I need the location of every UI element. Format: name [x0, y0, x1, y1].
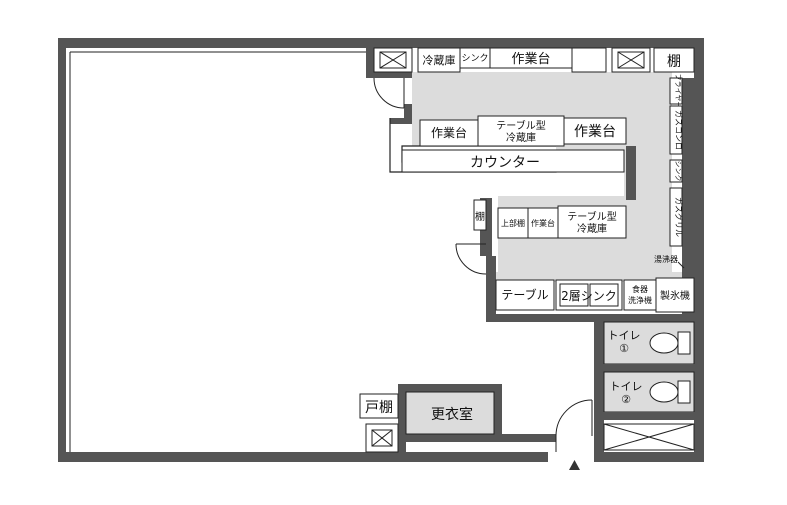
sink-right-label: シンク [674, 161, 682, 182]
table-fridge-1-line1: テーブル型 [496, 119, 545, 132]
shelf-label: 棚 [667, 54, 681, 70]
upper-shelf: 上部棚 [497, 207, 529, 239]
door-entrance [555, 399, 593, 452]
ice-machine: 製氷機 [655, 277, 695, 313]
sink-right: シンク [669, 159, 683, 183]
door-shelf-label: 戸棚 [365, 400, 393, 416]
worktable-small-label: 作業台 [531, 218, 555, 228]
storage-bottom-right [594, 420, 695, 462]
counter-label: カウンター [470, 155, 540, 171]
worktable-right: 作業台 [563, 117, 627, 145]
table-fridge-1-line2: 冷蔵庫 [506, 131, 536, 144]
door-kitchen-top [373, 77, 405, 109]
toilet-2: トイレ ② [594, 371, 704, 420]
table-fridge-2-line1: テーブル型 [567, 210, 616, 223]
toilet-1: トイレ ① [594, 321, 704, 372]
kitchen-floor-bottom [492, 272, 688, 282]
table-label: テーブル [501, 287, 548, 302]
dishwasher: 食器 洗浄機 [623, 279, 657, 311]
table-fridge-1: テーブル型 冷蔵庫 [477, 115, 565, 147]
kitchen-walls [366, 44, 694, 322]
door-shelf-x-box [365, 423, 399, 453]
fridge-label: 冷蔵庫 [423, 53, 456, 67]
water-heater-label: 湯沸器 [654, 254, 678, 264]
two-tier-sink: 2層シンク [555, 279, 623, 311]
two-tier-sink-label: 2層シンク [561, 289, 617, 303]
worktable-left-label: 作業台 [431, 125, 467, 140]
door-shelf: 戸棚 [359, 393, 399, 419]
toilet1-line1: トイレ [608, 329, 641, 342]
fryer: フライヤー [669, 74, 683, 109]
water-heater: 湯沸器 [654, 254, 685, 269]
table-fridge-2-line2: 冷蔵庫 [577, 222, 607, 235]
door-kitchen-left [455, 243, 487, 275]
entrance-arrow-icon [569, 460, 580, 470]
top-shelf-unit-right [611, 47, 651, 73]
worktable-left: 作業台 [419, 119, 479, 147]
dishwasher-line2: 洗浄機 [628, 295, 652, 305]
worktable-small: 作業台 [527, 207, 559, 239]
shelf-small: 棚 [473, 199, 487, 231]
shelf-small-label: 棚 [475, 210, 485, 223]
toilet1-line2: ① [619, 342, 629, 355]
shelf-top-right: 棚 [653, 47, 695, 73]
sink-top-label: シンク [461, 53, 488, 64]
fridge-top: 冷蔵庫 [417, 47, 461, 73]
locker-room-label: 更衣室 [431, 406, 473, 423]
toilet2-line1: トイレ [610, 380, 643, 393]
gas-grill-label: ガスグリル [674, 197, 684, 237]
table-fridge-2: テーブル型 冷蔵庫 [557, 205, 627, 239]
blank-unit-top [571, 47, 607, 73]
worktable-right-label: 作業台 [574, 124, 616, 140]
top-shelf-unit-left [373, 47, 413, 73]
toilet2-line2: ② [621, 393, 631, 406]
gas-grill: ガスグリル [669, 187, 684, 247]
dishwasher-line1: 食器 [632, 284, 648, 294]
locker-room-area: 更衣室 [398, 384, 556, 454]
worktable-top: 作業台 [489, 47, 573, 69]
gas-stove: ガスコンロ [669, 105, 684, 155]
fryer-label: フライヤー [674, 74, 682, 109]
outer-walls [58, 38, 704, 462]
sink-top: シンク [459, 47, 491, 69]
ice-machine-label: 製氷機 [660, 289, 690, 302]
counter: カウンター [389, 118, 625, 173]
upper-shelf-label: 上部棚 [501, 218, 525, 228]
table-bottom: テーブル [495, 279, 555, 311]
worktable-top-label: 作業台 [511, 51, 550, 67]
gas-stove-label: ガスコンロ [674, 110, 684, 150]
